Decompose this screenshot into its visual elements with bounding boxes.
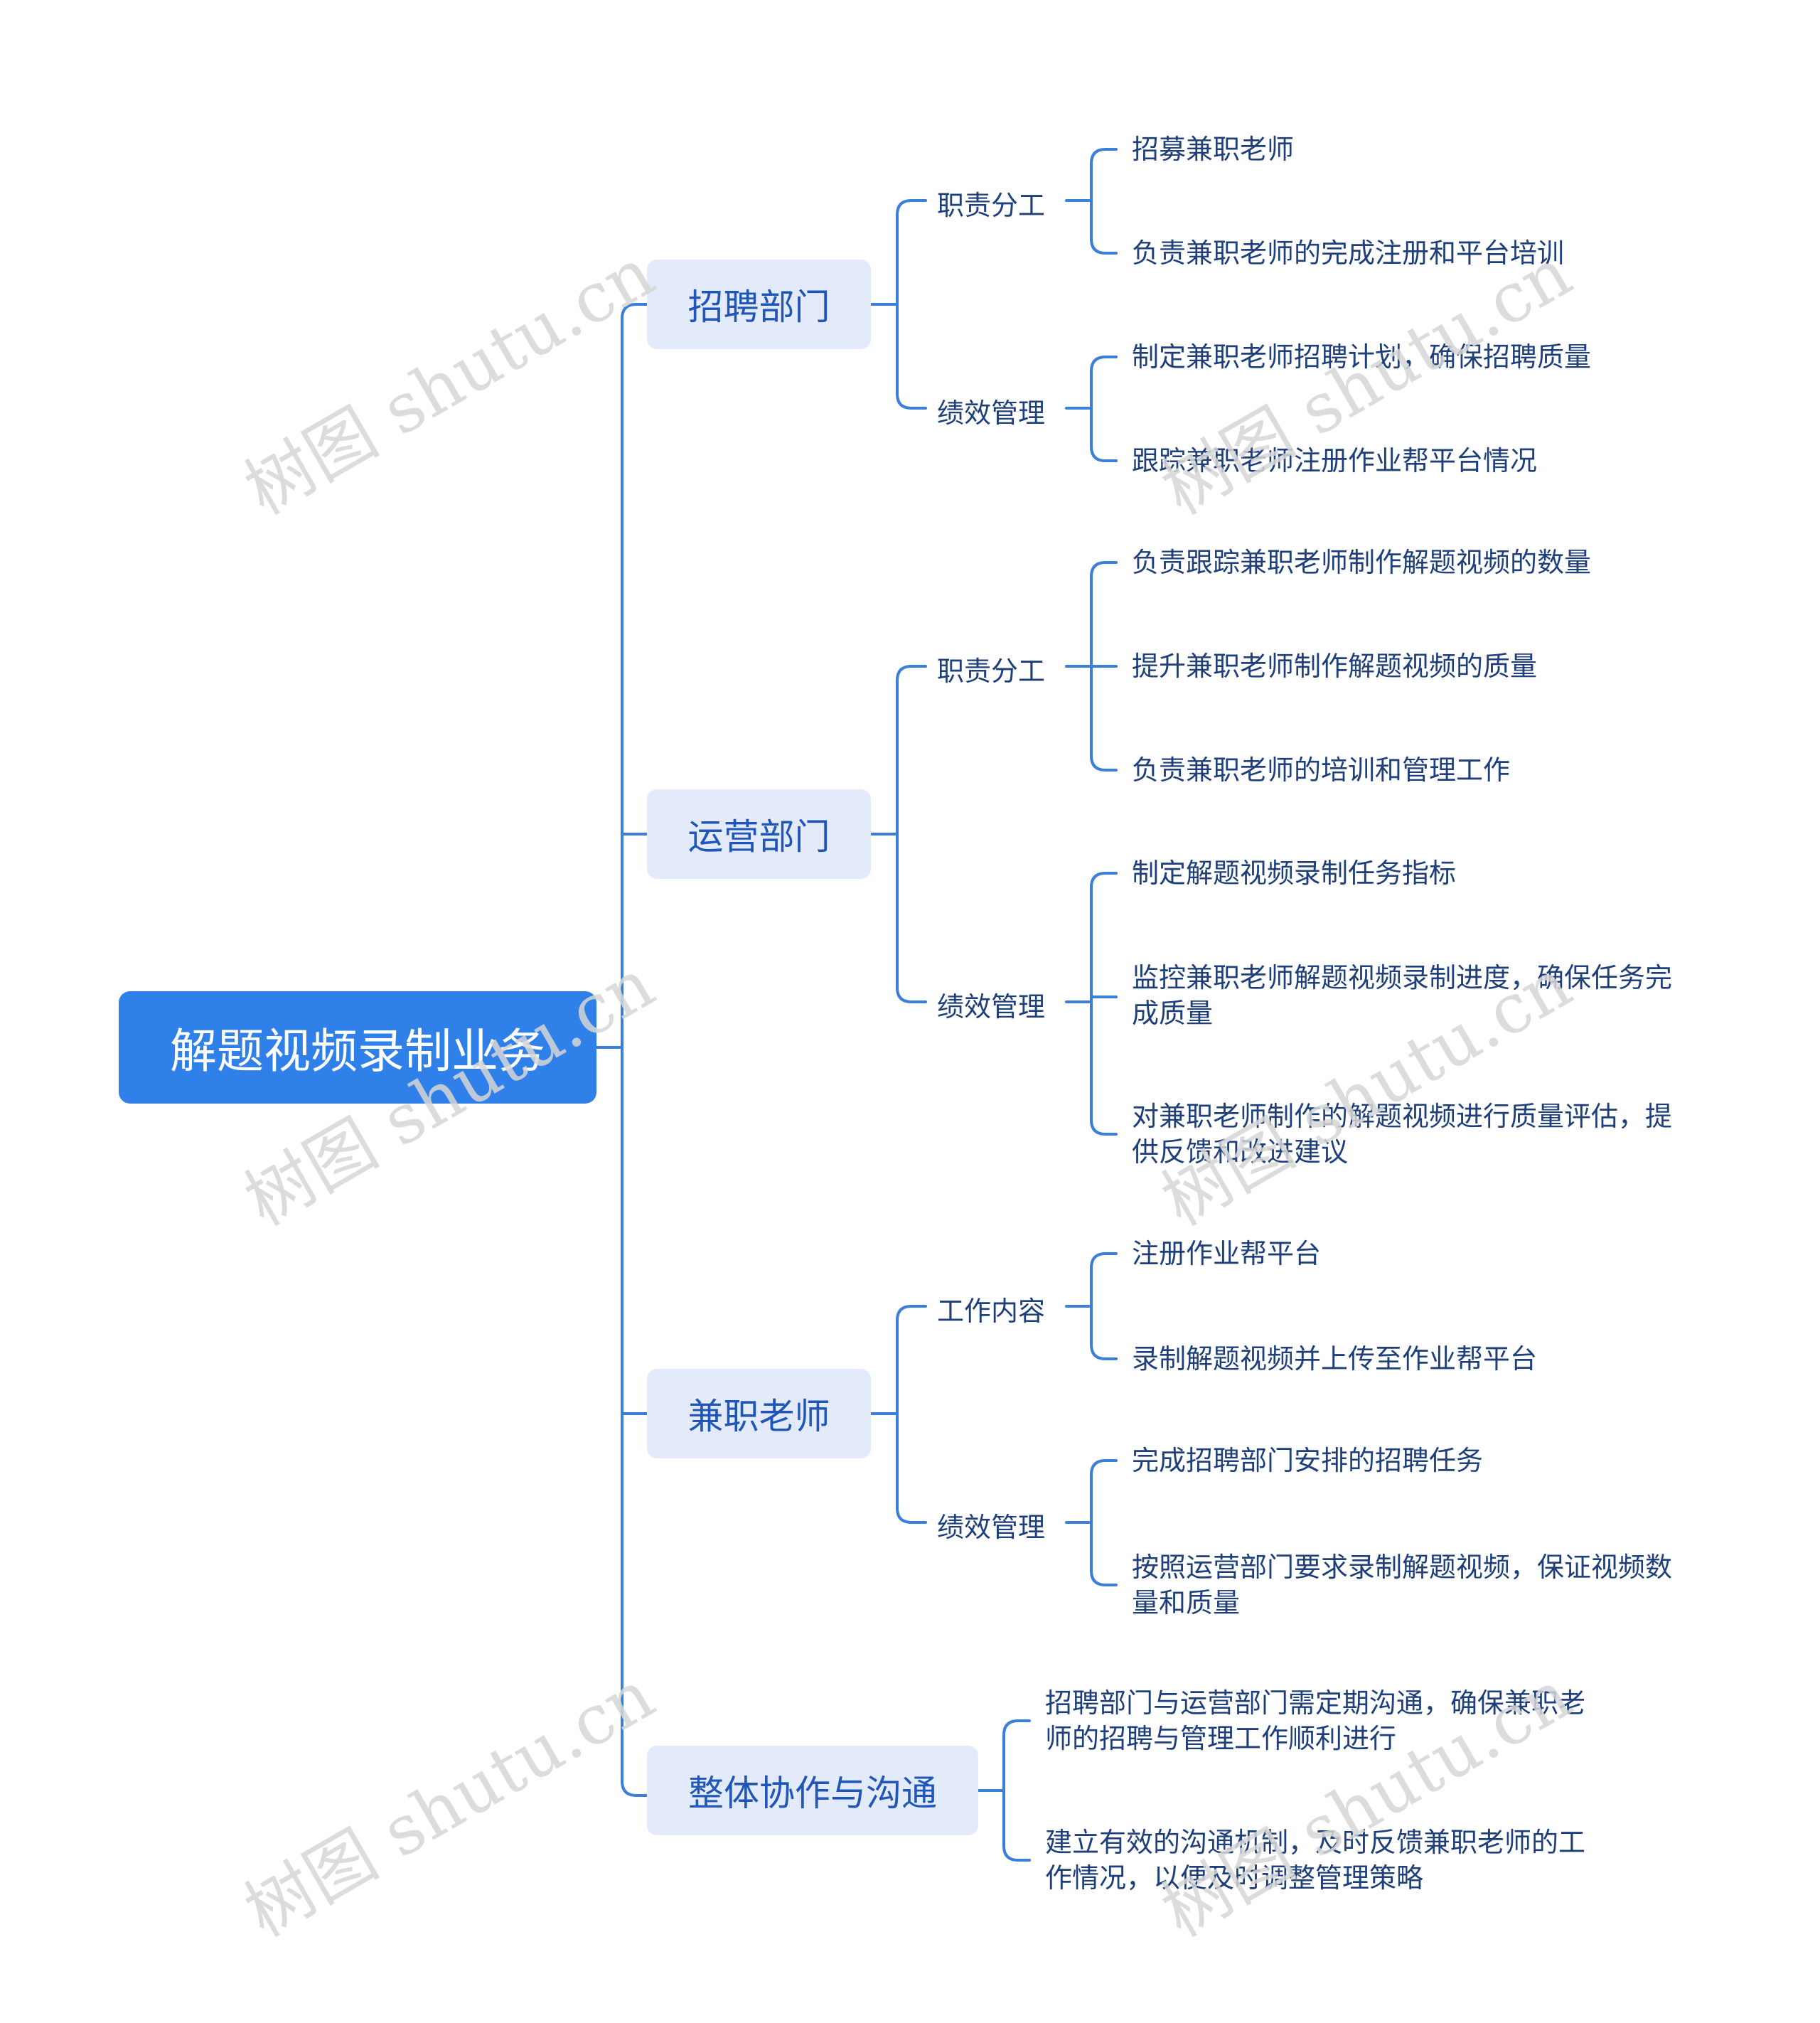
- root-node[interactable]: 解题视频录制业务: [119, 991, 596, 1104]
- leaf-item[interactable]: 跟踪兼职老师注册作业帮平台情况: [1132, 445, 1538, 476]
- group-performance[interactable]: 绩效管理: [937, 1512, 1046, 1543]
- branch-operations[interactable]: 运营部门: [647, 789, 871, 879]
- leaf-item[interactable]: 招募兼职老师: [1132, 134, 1295, 165]
- leaf-item[interactable]: 制定兼职老师招聘计划，确保招聘质量: [1132, 341, 1592, 373]
- leaf-item[interactable]: 负责兼职老师的培训和管理工作: [1132, 754, 1511, 786]
- leaf-item[interactable]: 完成招聘部门安排的招聘任务: [1132, 1445, 1484, 1476]
- leaf-item[interactable]: 建立有效的沟通机制，及时反馈兼职老师的工作情况，以便及时调整管理策略: [1045, 1827, 1586, 1894]
- group-responsibilities[interactable]: 职责分工: [937, 656, 1046, 687]
- leaf-item[interactable]: 录制解题视频并上传至作业帮平台: [1132, 1343, 1538, 1375]
- leaf-item[interactable]: 招聘部门与运营部门需定期沟通，确保兼职老师的招聘与管理工作顺利进行: [1045, 1687, 1586, 1754]
- leaf-item[interactable]: 制定解题视频录制任务指标: [1132, 858, 1457, 889]
- leaf-item[interactable]: 注册作业帮平台: [1132, 1238, 1322, 1269]
- branch-part-time-teachers[interactable]: 兼职老师: [647, 1369, 871, 1458]
- leaf-item[interactable]: 监控兼职老师解题视频录制进度，确保任务完成质量: [1132, 962, 1673, 1029]
- leaf-item[interactable]: 提升兼职老师制作解题视频的质量: [1132, 651, 1538, 682]
- group-performance[interactable]: 绩效管理: [937, 991, 1046, 1023]
- branch-recruitment[interactable]: 招聘部门: [647, 260, 871, 349]
- leaf-item[interactable]: 按照运营部门要求录制解题视频，保证视频数量和质量: [1132, 1552, 1673, 1618]
- leaf-item[interactable]: 负责兼职老师的完成注册和平台培训: [1132, 237, 1565, 269]
- group-work-content[interactable]: 工作内容: [937, 1296, 1046, 1327]
- branch-collaboration[interactable]: 整体协作与沟通: [647, 1746, 978, 1835]
- group-performance[interactable]: 绩效管理: [937, 397, 1046, 429]
- leaf-item[interactable]: 负责跟踪兼职老师制作解题视频的数量: [1132, 547, 1592, 578]
- leaf-item[interactable]: 对兼职老师制作的解题视频进行质量评估，提供反馈和改进建议: [1132, 1101, 1673, 1168]
- group-responsibilities[interactable]: 职责分工: [937, 190, 1046, 221]
